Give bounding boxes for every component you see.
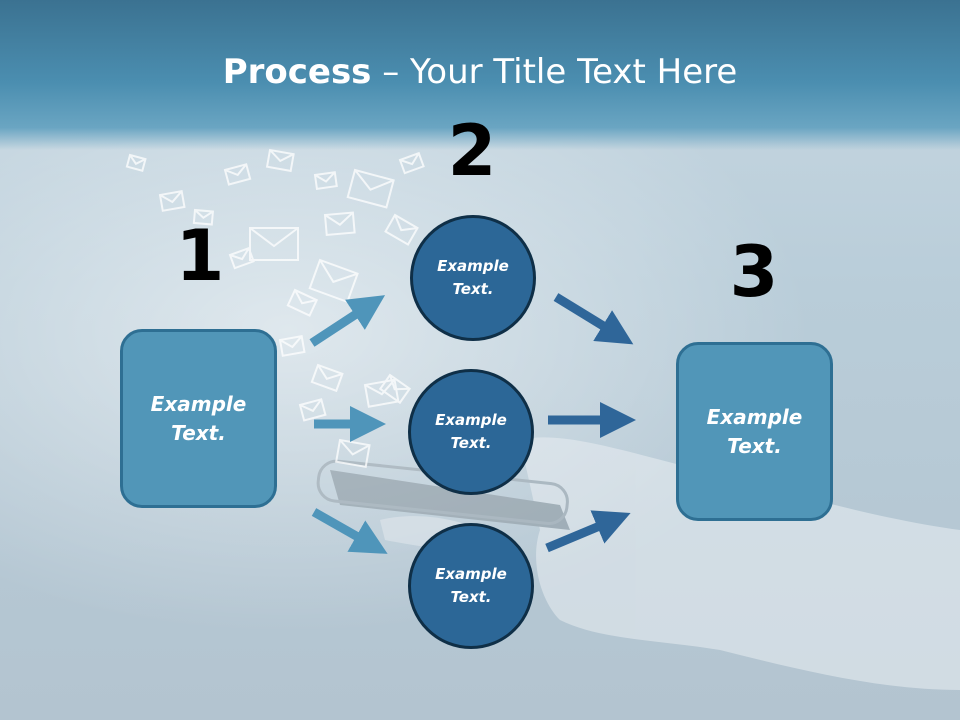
- step2-circle-1: Example Text.: [410, 215, 536, 341]
- step2-circle-1-text: Example Text.: [437, 257, 509, 298]
- step-number-3: 3: [729, 231, 779, 313]
- slide-title: Process – Your Title Text Here: [0, 52, 960, 92]
- step2-circle-2: Example Text.: [408, 369, 534, 495]
- envelope-icons: [125, 148, 425, 469]
- step2-circle-3-text: Example Text.: [435, 565, 507, 606]
- step1-box: Example Text.: [120, 329, 277, 508]
- step-number-2: 2: [447, 110, 497, 192]
- step1-text: Example Text.: [150, 391, 247, 445]
- arrow-1-to-2a: [309, 295, 386, 347]
- arrow-1-to-2c: [311, 508, 388, 554]
- step3-text: Example Text.: [706, 404, 803, 458]
- step2-circle-2-text: Example Text.: [435, 411, 507, 452]
- step3-box: Example Text.: [676, 342, 833, 521]
- title-rest: – Your Title Text Here: [371, 52, 738, 92]
- arrow-2a-to-3: [553, 293, 634, 345]
- arrow-2c-to-3: [545, 510, 631, 553]
- title-strong: Process: [222, 52, 372, 92]
- step2-circle-3: Example Text.: [408, 523, 534, 649]
- step-number-1: 1: [175, 215, 225, 297]
- title-bar: [0, 0, 960, 150]
